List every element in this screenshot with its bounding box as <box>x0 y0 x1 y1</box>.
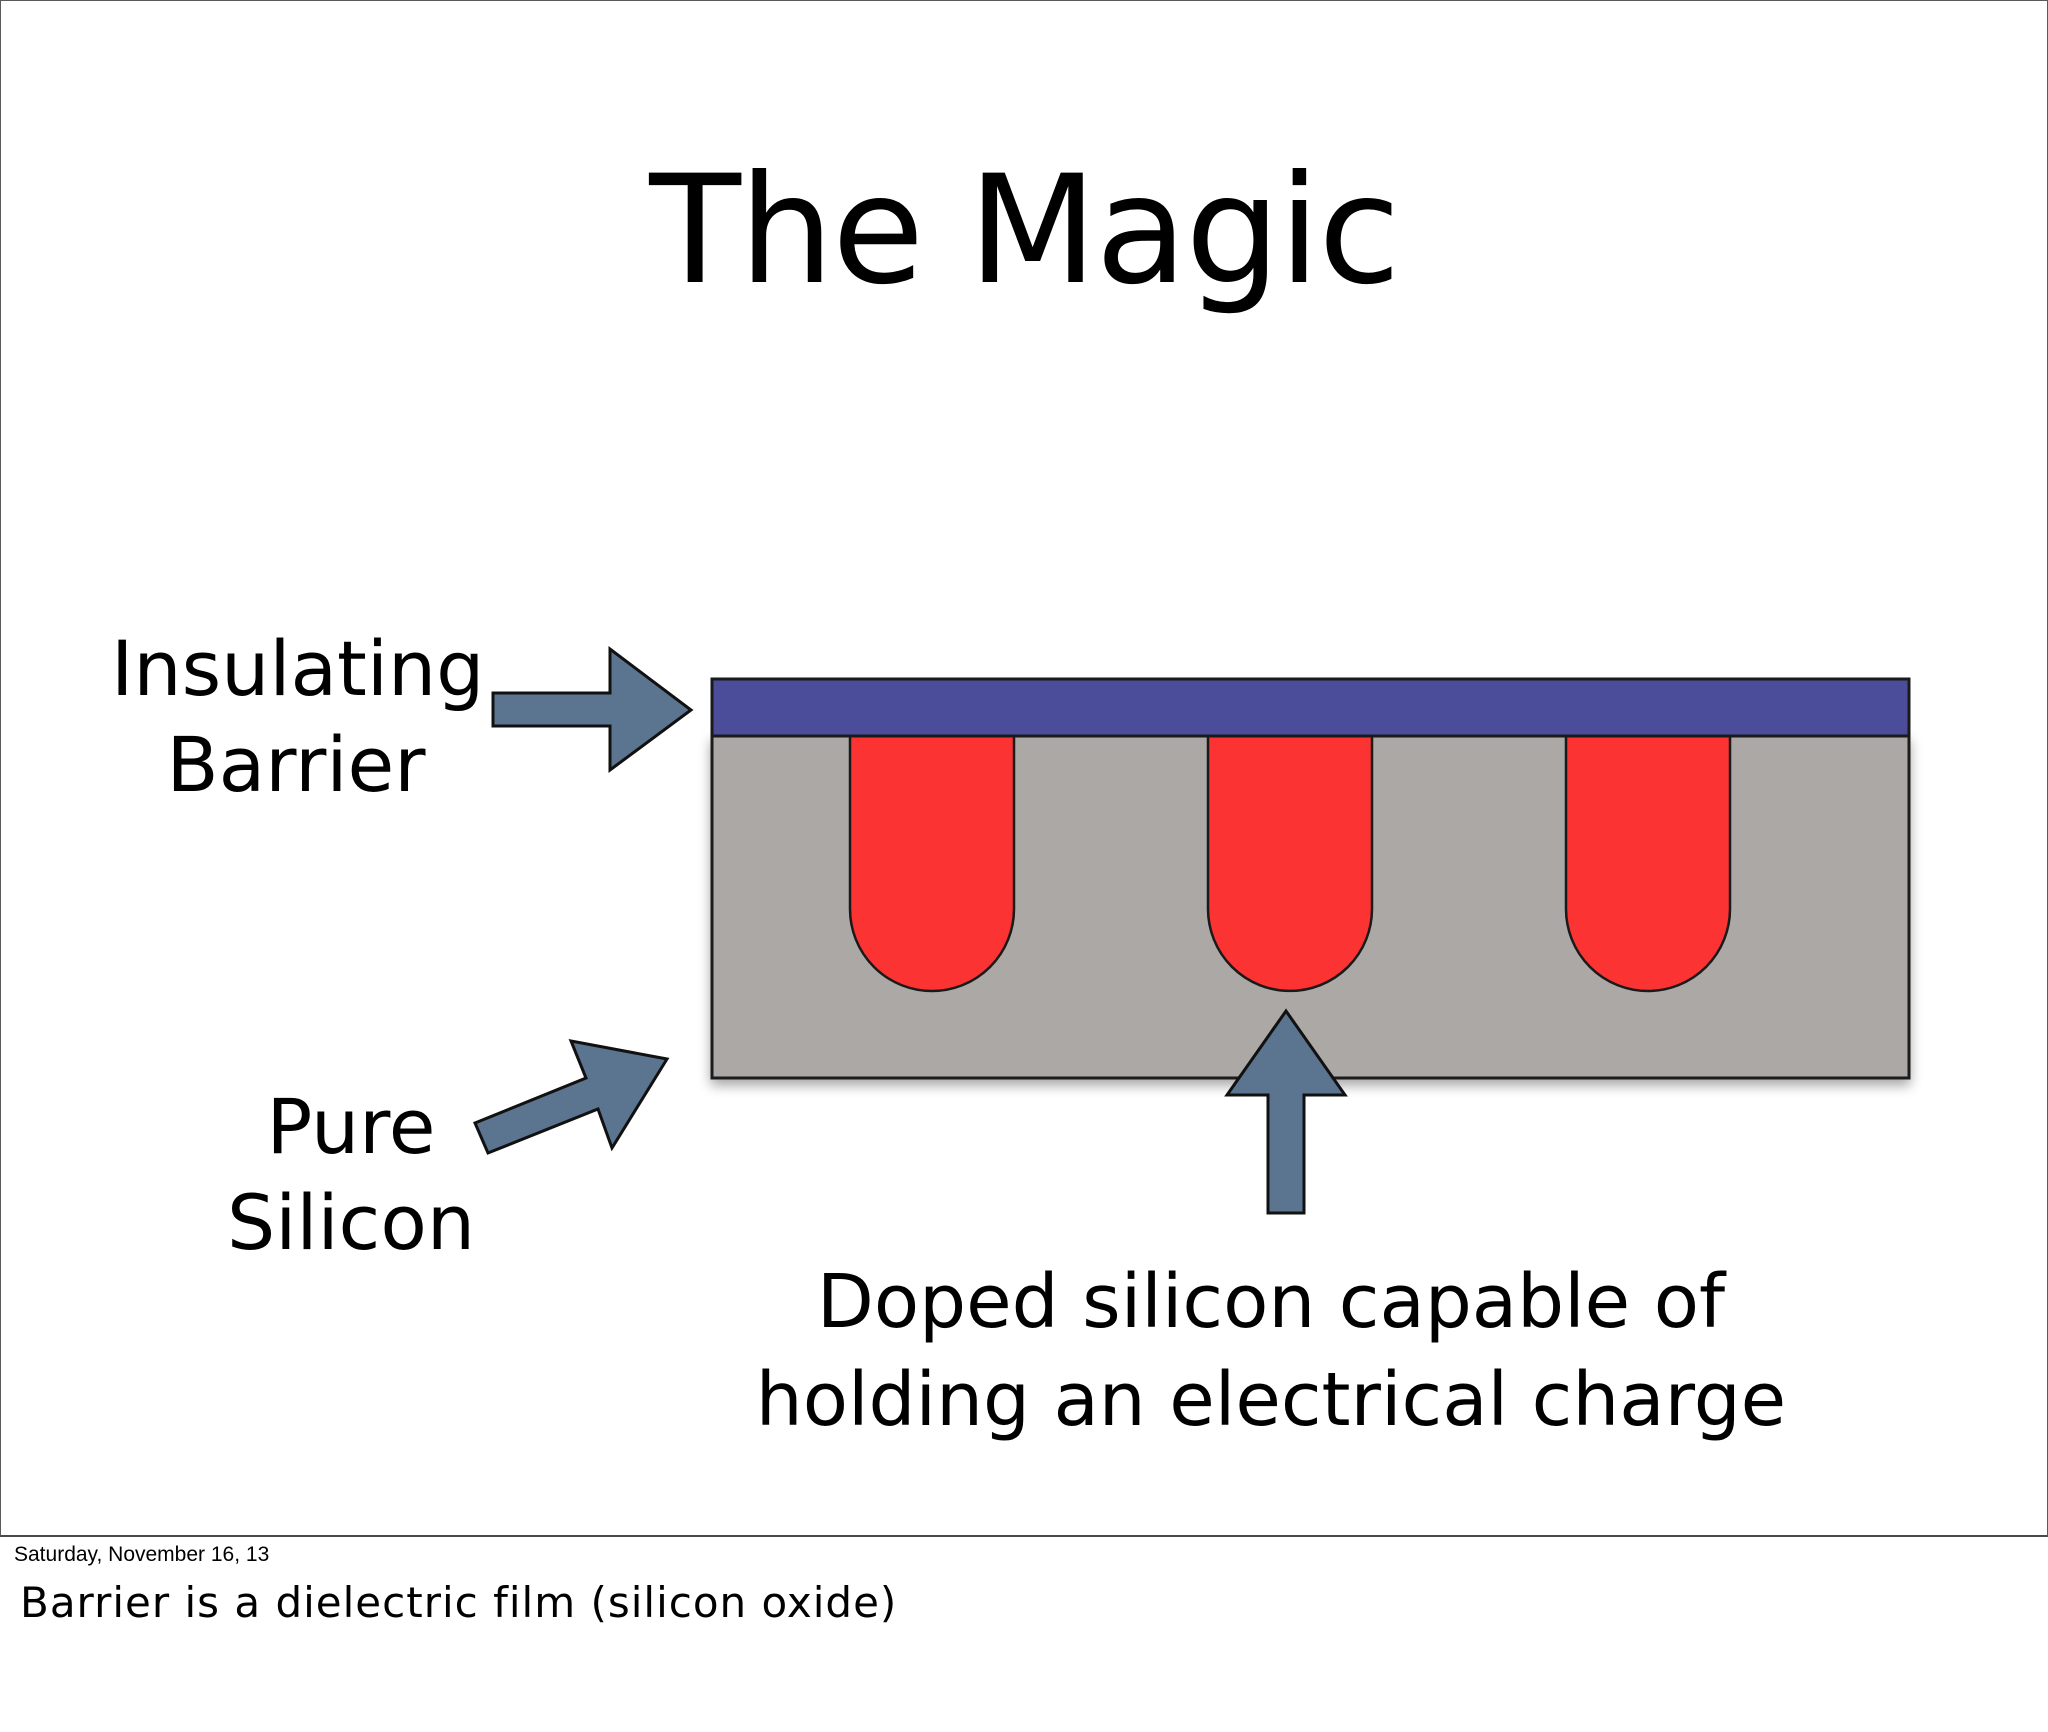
doped-silicon-label: Doped silicon capable of holding an elec… <box>721 1253 1821 1449</box>
insulating-barrier-label-line-2: Barrier <box>166 720 426 809</box>
pure-silicon-label-line-2: Silicon <box>226 1178 476 1267</box>
slide-title: The Magic <box>649 144 1400 318</box>
arrow-to-barrier-icon <box>491 645 694 773</box>
arrow-to-doped-well-icon <box>1224 1008 1348 1215</box>
arrow-to-silicon-icon <box>473 1039 670 1155</box>
pure-silicon-label-line-1: Pure <box>266 1082 436 1171</box>
doped-silicon-label-line-2: holding an electrical charge <box>755 1357 1787 1443</box>
slide: The Magic Insulating Bar <box>0 0 2048 1537</box>
doped-well-2 <box>1206 734 1374 993</box>
speaker-notes: Barrier is a dielectric film (silicon ox… <box>20 1578 898 1627</box>
silicon-cross-section-diagram <box>473 645 1911 1215</box>
insulating-barrier-label: Insulating Barrier <box>111 621 485 813</box>
insulating-barrier-layer <box>710 677 1911 738</box>
pure-silicon-label: Pure Silicon <box>201 1079 501 1271</box>
insulating-barrier-label-line-1: Insulating <box>111 624 485 713</box>
doped-well-1 <box>848 734 1016 993</box>
doped-silicon-label-line-1: Doped silicon capable of <box>816 1259 1726 1345</box>
slide-timestamp: Saturday, November 16, 13 <box>14 1543 270 1566</box>
doped-well-3 <box>1564 734 1732 993</box>
